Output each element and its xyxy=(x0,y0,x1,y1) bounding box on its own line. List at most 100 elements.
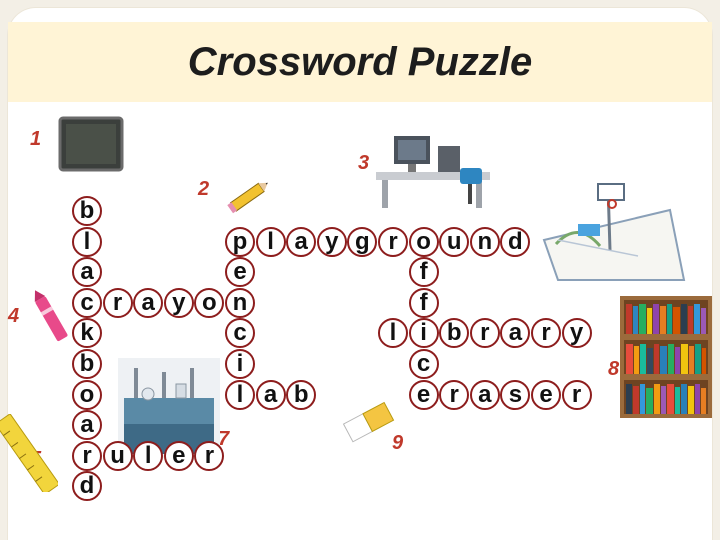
crossword-cell[interactable] xyxy=(72,257,102,288)
crayon-picture-icon xyxy=(34,290,68,342)
crossword-letter: u xyxy=(446,227,462,255)
crossword-cell[interactable] xyxy=(531,318,561,349)
crossword-cell[interactable] xyxy=(133,287,164,318)
crossword-cell[interactable] xyxy=(225,379,255,410)
crossword-cell[interactable] xyxy=(72,226,102,257)
crossword-cell[interactable] xyxy=(72,410,102,441)
crossword-cell[interactable] xyxy=(408,349,439,379)
crossword-cell[interactable] xyxy=(72,287,102,318)
crossword-cell[interactable] xyxy=(194,287,225,318)
clue-number-9: 9 xyxy=(392,432,404,454)
crossword-cell[interactable] xyxy=(72,471,102,502)
crossword-cell[interactable] xyxy=(439,379,470,410)
ruler-picture-icon xyxy=(0,414,58,492)
crossword-letter: o xyxy=(79,380,95,408)
crossword-letter: e xyxy=(233,258,247,286)
crossword-letter: e xyxy=(416,380,431,408)
crossword-cell[interactable] xyxy=(408,226,439,257)
playground-picture-icon xyxy=(542,183,686,281)
crossword-letter: e xyxy=(172,441,186,469)
crossword-cell[interactable] xyxy=(408,318,439,349)
crossword-letter: a xyxy=(141,288,155,316)
crossword-letter: c xyxy=(416,350,431,377)
crossword-cell[interactable] xyxy=(500,226,531,257)
crossword-cell[interactable] xyxy=(102,440,133,471)
crossword-cell[interactable] xyxy=(408,287,439,318)
crossword-letter: a xyxy=(294,227,308,255)
clue-number-3: 3 xyxy=(358,152,370,174)
crossword-cell[interactable] xyxy=(102,287,133,318)
crossword-cell[interactable] xyxy=(72,318,102,349)
crossword-cell[interactable] xyxy=(439,318,470,349)
crossword-cell[interactable] xyxy=(531,379,561,410)
crossword-letter: i xyxy=(236,350,244,377)
crossword-letter: u xyxy=(110,441,125,469)
crossword-letter: y xyxy=(172,288,186,316)
crossword-letter: r xyxy=(480,319,490,347)
crossword-letter: r xyxy=(541,319,551,347)
crossword-cell[interactable] xyxy=(469,226,500,257)
crossword-letter: c xyxy=(233,319,247,347)
crossword-letter: o xyxy=(416,227,431,255)
crossword-cell[interactable] xyxy=(469,379,500,410)
crossword-letter: y xyxy=(325,227,339,255)
crossword-cell[interactable] xyxy=(378,318,408,349)
crossword-cell[interactable] xyxy=(286,379,317,410)
crossword-letter: b xyxy=(79,350,95,377)
crossword-cell[interactable] xyxy=(286,226,317,257)
crossword-cell[interactable] xyxy=(72,196,102,226)
crossword-letter: a xyxy=(80,258,94,286)
crossword-cell[interactable] xyxy=(500,318,531,349)
crossword-cell[interactable] xyxy=(316,226,347,257)
crossword-cell[interactable] xyxy=(255,226,286,257)
crossword-letter: g xyxy=(355,227,370,255)
crossword-letter: a xyxy=(80,411,94,439)
title-band xyxy=(8,22,712,102)
crossword-cell[interactable] xyxy=(225,226,255,257)
crossword-cell[interactable] xyxy=(408,257,439,288)
crossword-letter: r xyxy=(82,441,92,469)
crossword-cell[interactable] xyxy=(163,440,194,471)
crossword-cell[interactable] xyxy=(225,257,255,288)
blackboard-picture-icon xyxy=(58,116,124,172)
crossword-letter: f xyxy=(419,258,428,286)
crossword-cell[interactable] xyxy=(72,440,102,471)
crossword-letter: b xyxy=(293,380,309,408)
crossword-cell[interactable] xyxy=(439,226,470,257)
crossword-cell[interactable] xyxy=(378,226,408,257)
crossword-cell[interactable] xyxy=(561,379,592,410)
crossword-cell[interactable] xyxy=(225,318,255,349)
crossword-cell[interactable] xyxy=(561,318,592,349)
crossword-cell[interactable] xyxy=(255,379,286,410)
bookshelf-picture-icon xyxy=(620,296,712,418)
crossword-cell[interactable] xyxy=(347,226,378,257)
crossword-letter: a xyxy=(508,319,523,347)
crossword-cell[interactable] xyxy=(133,440,164,471)
crossword-letter: a xyxy=(263,380,278,408)
crossword-letter: d xyxy=(508,227,523,255)
crossword-letter: l xyxy=(83,227,91,255)
clue-number-7: 7 xyxy=(218,428,230,450)
crossword-letter: r xyxy=(112,288,123,316)
crossword-cell[interactable] xyxy=(163,287,194,318)
crossword-letter: l xyxy=(144,441,152,469)
crossword-letter: c xyxy=(80,288,94,316)
crossword-cell[interactable] xyxy=(72,379,102,410)
crossword-letter: f xyxy=(419,288,428,316)
crossword-cell[interactable] xyxy=(72,349,102,379)
crossword-cell[interactable] xyxy=(225,349,255,379)
crossword-letter: y xyxy=(569,319,584,347)
crossword-letter: r xyxy=(571,380,582,408)
computer-lab-picture-icon xyxy=(376,136,490,208)
clue-number-8: 8 xyxy=(608,358,620,380)
crossword-cell[interactable] xyxy=(225,287,255,318)
crossword-cell[interactable] xyxy=(408,379,439,410)
clue-number-1: 1 xyxy=(30,128,42,150)
clue-number-2: 2 xyxy=(198,178,210,200)
crossword-cell[interactable] xyxy=(194,440,225,471)
crossword-letter: r xyxy=(449,380,459,408)
crossword-letter: b xyxy=(446,319,462,347)
crossword-cell[interactable] xyxy=(469,318,500,349)
crossword-letter: n xyxy=(477,227,493,255)
crossword-cell[interactable] xyxy=(500,379,531,410)
